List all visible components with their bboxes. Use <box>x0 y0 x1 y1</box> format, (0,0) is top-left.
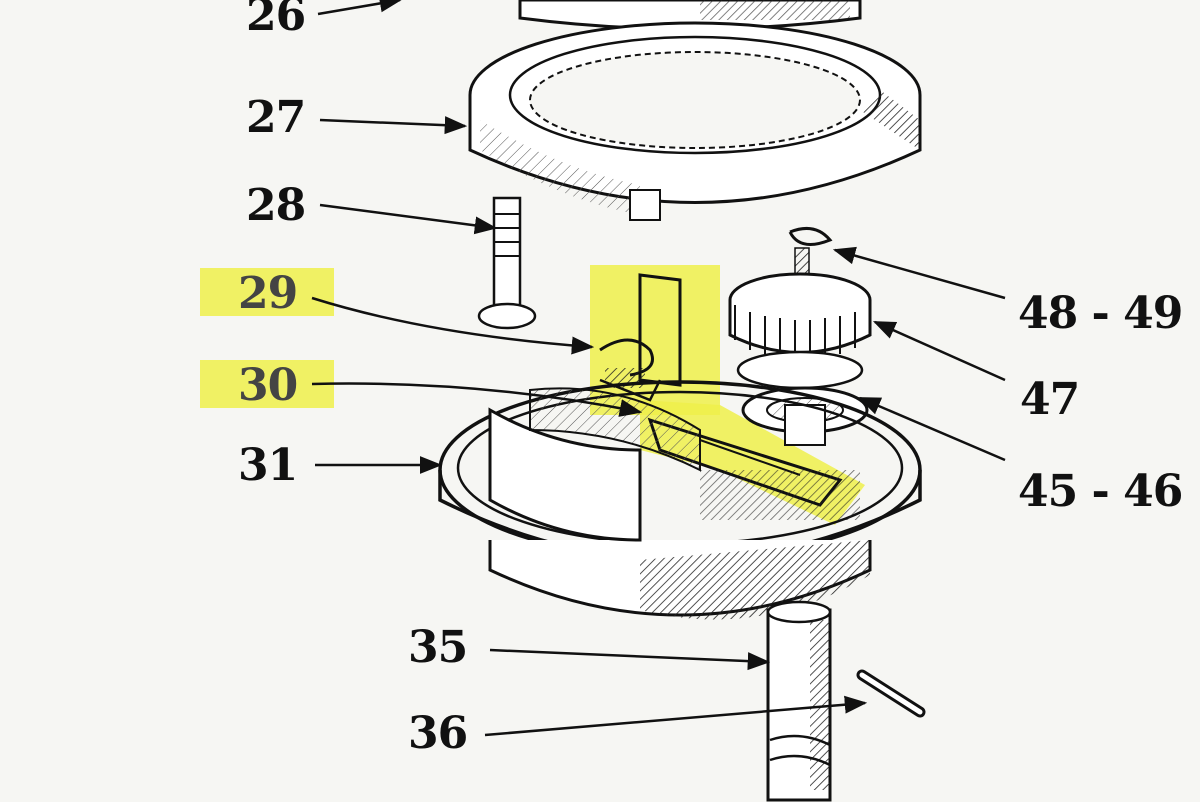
leader-27 <box>319 116 468 135</box>
leader-47 <box>872 320 1006 382</box>
label-part-28: 28 <box>246 180 306 231</box>
label-part-26: 26 <box>246 0 306 41</box>
leader-28 <box>319 203 498 235</box>
label-part-35: 35 <box>408 622 468 673</box>
label-part-47: 47 <box>1020 374 1080 425</box>
label-part-48-49: 48 - 49 <box>1018 288 1183 339</box>
pin-part-28 <box>477 196 537 330</box>
label-part-29: 29 <box>238 268 298 319</box>
label-part-45-46: 45 - 46 <box>1018 466 1183 517</box>
shaft-part-35-36 <box>766 600 926 802</box>
label-part-31: 31 <box>238 440 298 491</box>
leader-48-49 <box>832 246 1006 300</box>
leader-29 <box>311 296 595 355</box>
label-part-27: 27 <box>246 92 306 143</box>
leader-36 <box>484 695 868 737</box>
top-cover-part-26 <box>518 0 862 31</box>
label-part-36: 36 <box>408 708 468 759</box>
leader-30 <box>311 382 643 417</box>
highlight-label-29 <box>200 268 334 316</box>
leader-lines <box>311 0 1006 737</box>
leader-35 <box>489 648 771 671</box>
pinion-gear-part-47 <box>728 226 872 390</box>
label-part-30: 30 <box>238 360 298 411</box>
ring-gear-part-27 <box>468 21 922 221</box>
housing-part-31 <box>438 380 922 620</box>
leader-45-46 <box>857 396 1006 462</box>
highlight-label-30 <box>200 360 334 408</box>
leader-26 <box>317 0 403 16</box>
